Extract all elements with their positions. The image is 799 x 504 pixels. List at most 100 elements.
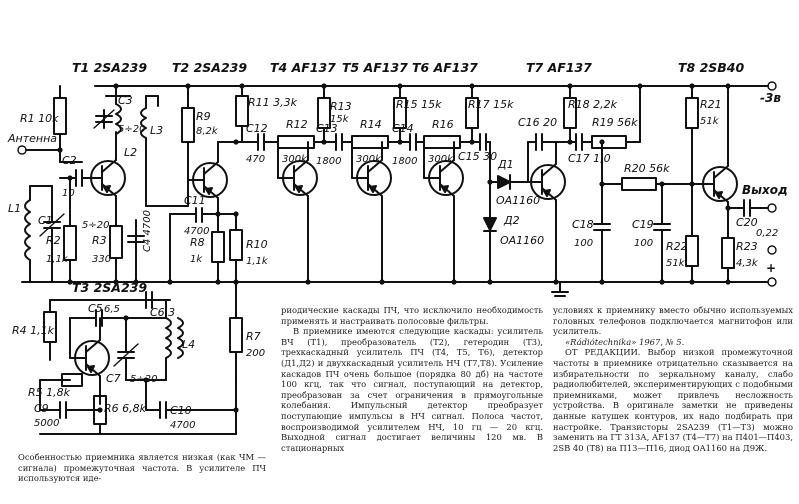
r21-value: 51k xyxy=(700,116,720,127)
antenna-terminal xyxy=(17,145,27,155)
c3-value: 5÷20 xyxy=(118,124,145,135)
t2-label: T2 2SA239 xyxy=(172,60,247,75)
r20-resistor xyxy=(621,177,657,191)
output-label: Выход xyxy=(742,183,788,197)
r23-value: 4,3k xyxy=(736,258,759,269)
t5-label: T5 AF137 xyxy=(342,60,408,75)
r19-label: R19 56k xyxy=(592,116,638,129)
editorial-note: ОТ РЕДАКЦИИ. Выбор низкой промежуточной … xyxy=(553,347,793,453)
c5-label: C5 xyxy=(88,302,103,315)
c14-value: 1800 xyxy=(392,156,417,167)
r3-value: 330 xyxy=(92,254,111,265)
r16-value: 300k xyxy=(428,154,454,165)
if-stage-t5 xyxy=(351,85,425,283)
c11-value: 4700 xyxy=(184,226,209,237)
article-paragraph: Особенностью приемника является низкая (… xyxy=(18,452,266,484)
r11-label: R11 3,3k xyxy=(248,96,298,109)
r22-label: R22 xyxy=(666,240,688,253)
antenna-label: Антенна xyxy=(7,132,57,145)
r23-resistor xyxy=(721,237,735,269)
c1-value: 5÷20 xyxy=(82,220,109,231)
l3-label: L3 xyxy=(150,124,163,137)
if-stage-t4 xyxy=(277,85,353,283)
c13-value: 1800 xyxy=(316,156,341,167)
c20-label: C20 xyxy=(736,216,758,229)
r22-resistor xyxy=(685,235,699,267)
l3-coil xyxy=(140,107,147,139)
d2-value: OA1160 xyxy=(500,234,544,247)
c4-label: C4 4700 xyxy=(142,210,153,252)
r8-resistor xyxy=(211,231,225,263)
c12-value: 470 xyxy=(246,154,265,165)
l1-coil xyxy=(24,199,31,261)
article-text-middle: риодические каскады ПЧ, что исключило не… xyxy=(281,305,543,501)
d1-value: OA1160 xyxy=(496,194,540,207)
c9-label: C9 xyxy=(34,402,49,415)
r10-resistor xyxy=(229,229,243,261)
c1-label: C1 xyxy=(38,214,53,227)
r4-label: R4 1,1k xyxy=(12,324,55,337)
r5-label: R5 1,8k xyxy=(28,386,71,399)
c7-label: C7 xyxy=(106,372,121,385)
c5-value: 6,5 xyxy=(104,304,120,315)
c18-value: 100 xyxy=(574,238,593,249)
r10-label: R10 xyxy=(246,238,268,251)
l2-coil xyxy=(115,103,122,135)
plus-label: + xyxy=(766,261,776,275)
r12-label: R12 xyxy=(286,118,308,131)
article-text-right: условиях к приемнику вместо обычно испол… xyxy=(553,305,793,501)
t3-label: T3 2SA239 xyxy=(72,280,147,295)
c2-value: 10 xyxy=(62,188,75,199)
c20-value: 0,22 xyxy=(756,228,778,239)
article-paragraph: В приемнике имеются следующие каскады: у… xyxy=(281,326,543,453)
r1-label: R1 10k xyxy=(20,112,59,125)
r3-label: R3 xyxy=(92,234,107,247)
article-paragraph: риодические каскады ПЧ, что исключило не… xyxy=(281,305,543,326)
supply-label: -3в xyxy=(760,91,781,105)
r3-resistor xyxy=(109,225,123,259)
r8-value: 1k xyxy=(190,254,203,265)
r9-label: R9 xyxy=(196,110,211,123)
c10-value: 4700 xyxy=(170,420,195,431)
r13-label: R13 xyxy=(330,100,352,113)
r7-value: 200 xyxy=(246,348,265,359)
r9-resistor xyxy=(181,107,195,143)
l1-label: L1 xyxy=(8,202,21,215)
c19-label: C19 xyxy=(632,218,654,231)
r14-value: 300k xyxy=(356,154,382,165)
if-stage-t6 xyxy=(423,85,479,283)
article-paragraph: условиях к приемнику вместо обычно испол… xyxy=(553,305,793,337)
r12-value: 300k xyxy=(282,154,308,165)
r23-label: R23 xyxy=(736,240,758,253)
r20-label: R20 56k xyxy=(624,162,670,175)
c7-value: 5÷20 xyxy=(130,374,157,385)
r14-label: R14 xyxy=(360,118,382,131)
c14-label: C14 xyxy=(392,122,414,135)
detector-diodes xyxy=(483,174,529,283)
r22-value: 51k xyxy=(666,258,686,269)
l4-label: L4 xyxy=(182,338,195,351)
r7-resistor xyxy=(229,317,243,353)
r21-label: R21 xyxy=(700,98,722,111)
r17-label: R17 15k xyxy=(468,98,514,111)
r21-resistor xyxy=(685,97,699,129)
t1-transistor xyxy=(90,160,126,196)
c10-label: C10 xyxy=(170,404,192,417)
c16-label: C16 20 xyxy=(518,116,557,129)
r13-value: 15k xyxy=(330,114,350,125)
c13-label: C13 xyxy=(316,122,338,135)
output-minus-terminal xyxy=(767,245,777,255)
d2-label: Д2 xyxy=(503,214,520,227)
r10-value: 1,1k xyxy=(246,256,269,267)
r9-value: 8,2k xyxy=(196,126,219,137)
r19-resistor xyxy=(591,135,627,149)
c6-label: C6 3 xyxy=(150,306,175,319)
c2-label: C2 xyxy=(62,154,77,167)
heterodyne-stage xyxy=(39,291,237,435)
c3-label: C3 xyxy=(118,94,133,107)
r15-label: R15 15k xyxy=(396,98,442,111)
t7-label: T7 AF137 xyxy=(526,60,592,75)
t8-label: T8 2SB40 xyxy=(678,60,745,75)
c17-label: C17 1,0 xyxy=(568,152,611,165)
